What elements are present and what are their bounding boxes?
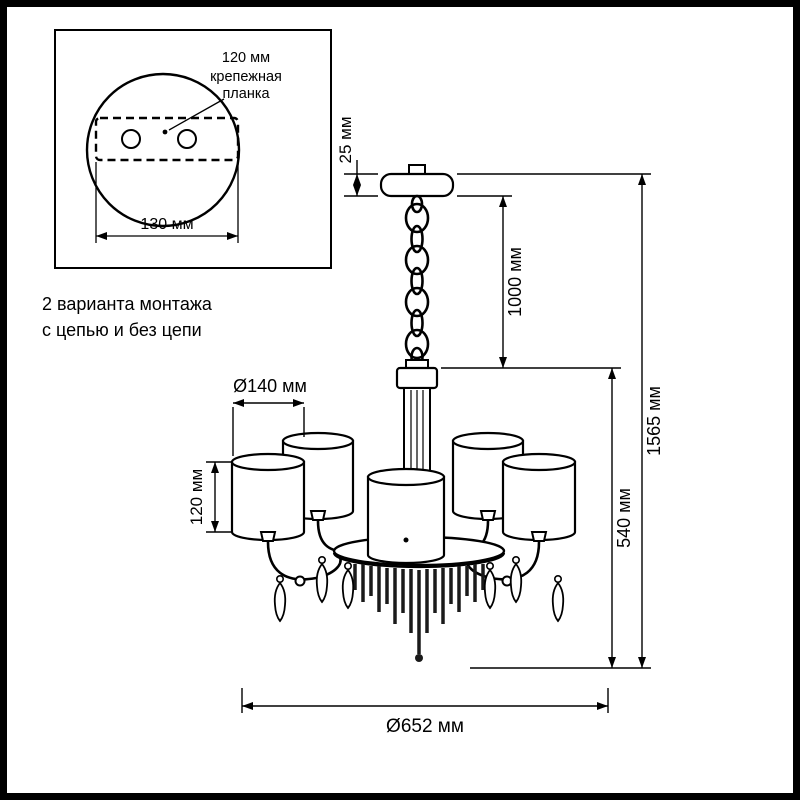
drop <box>273 574 287 623</box>
chain <box>404 194 430 368</box>
drop <box>551 574 565 623</box>
mounting-hole-right <box>177 129 197 149</box>
leader-line <box>168 98 225 131</box>
column-hub <box>395 366 439 390</box>
crystal-rod-cascade <box>353 564 485 654</box>
canopy-height-label: 25 мм <box>336 116 355 163</box>
column-flange <box>405 359 429 369</box>
note-line-1: 2 варианта монтажа <box>42 294 213 314</box>
total-diameter-label: Ø652 мм <box>386 716 464 737</box>
canopy-top-view <box>85 72 241 228</box>
shade-center-front <box>366 467 446 565</box>
body-height-label: 540 мм <box>614 488 634 548</box>
candle-cup-outer-right <box>530 531 548 542</box>
arm-outer-left <box>266 541 342 581</box>
dimension-arrowheads <box>211 174 646 710</box>
arrow-right <box>227 232 238 240</box>
shade-height-label: 120 мм <box>187 469 206 525</box>
chain-length-label: 1000 мм <box>505 247 525 317</box>
mounting-strap-dashed <box>94 116 240 162</box>
drop <box>315 555 329 604</box>
mounting-note: 2 варианта монтажа с цепью и без цепи <box>42 294 213 340</box>
chandelier-drawing <box>230 164 577 662</box>
center-finial-ball <box>415 654 423 662</box>
drop <box>509 555 523 604</box>
arrow-left <box>96 232 107 240</box>
note-line-2: с цепью и без цепи <box>42 320 202 340</box>
dimension-labels: 25 мм 1000 мм 1565 мм 540 мм Ø140 мм 120… <box>187 116 664 737</box>
mounting-plate-inset: 120 мм крепежная планка 130 мм <box>54 29 332 269</box>
dimension-lines <box>206 160 651 713</box>
plate-width-label: 130 мм <box>140 216 193 233</box>
candle-cup-rear-left <box>309 510 327 521</box>
candle-cup-rear-right <box>479 510 497 521</box>
plate-label-line2: планка <box>222 86 270 102</box>
plate-label-line1: крепежная <box>210 69 282 85</box>
scroll-curl-left <box>294 575 306 587</box>
crystal-drops <box>273 555 565 623</box>
canopy <box>379 172 455 198</box>
total-height-label: 1565 мм <box>644 386 664 456</box>
mounting-hole-left <box>121 129 141 149</box>
center-point-dot <box>162 129 168 135</box>
candle-cup-outer-left <box>259 531 277 542</box>
drop <box>483 561 497 610</box>
hole-spacing-label: 120 мм <box>222 50 270 66</box>
shade-outer-right <box>501 452 577 542</box>
dim-plate-width <box>95 162 239 243</box>
shade-diameter-label: Ø140 мм <box>233 376 307 396</box>
shade-outer-left <box>230 452 306 542</box>
drop <box>341 561 355 610</box>
